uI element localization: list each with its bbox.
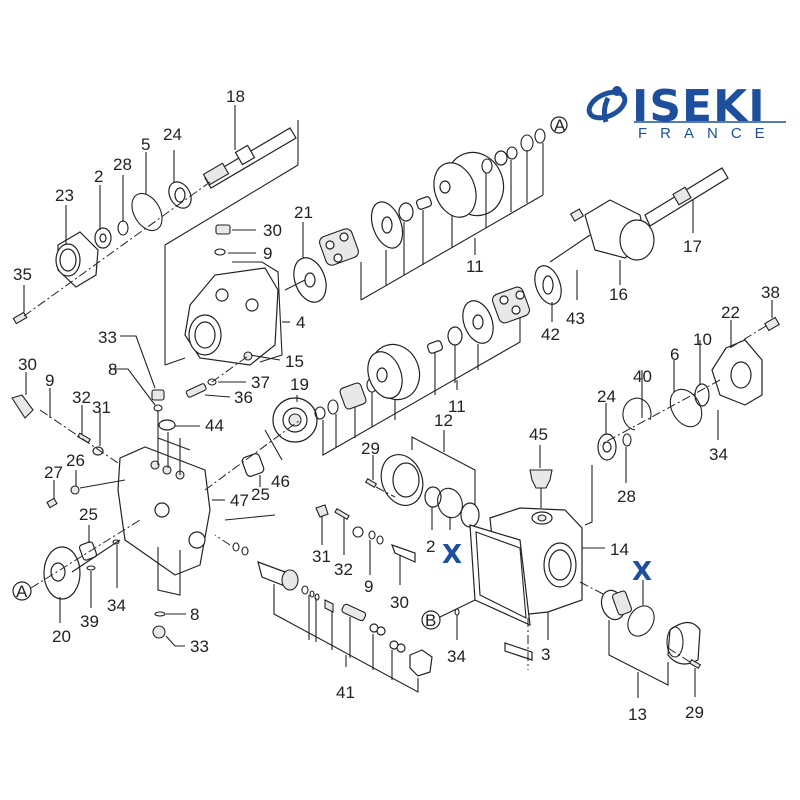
callout-18: 18 (226, 87, 245, 106)
end-cap-group: X (579, 557, 702, 698)
callout-25-left: 25 (79, 505, 98, 524)
callout-29-mid: 29 (361, 439, 380, 458)
ref-b-label: B (425, 611, 436, 630)
callout-33-top: 33 (98, 328, 117, 347)
callout-14: 14 (610, 540, 629, 559)
callout-28-right: 28 (617, 487, 636, 506)
callout-39: 39 (80, 612, 99, 631)
callout-47: 47 (230, 491, 249, 510)
callout-21: 21 (294, 203, 313, 222)
callout-34-lower: 34 (447, 647, 466, 666)
lower-piston-group (314, 286, 531, 456)
x-marker-left: X (442, 540, 462, 570)
callout-10: 10 (693, 330, 712, 349)
callout-labels: 18 24 5 28 2 23 35 21 30 9 4 11 17 16 42… (13, 87, 780, 724)
callout-45: 45 (529, 425, 548, 444)
callout-24-right: 24 (597, 387, 616, 406)
callout-4: 4 (296, 313, 305, 332)
callout-15: 15 (285, 352, 304, 371)
callout-36: 36 (234, 388, 253, 407)
callout-34-left: 34 (107, 596, 126, 615)
callout-41: 41 (336, 683, 355, 702)
callout-9-left: 9 (45, 371, 54, 390)
callout-34-right: 34 (709, 445, 728, 464)
callout-22: 22 (721, 303, 740, 322)
callout-3: 3 (541, 645, 550, 664)
right-cover-group (597, 300, 780, 483)
callout-5: 5 (141, 135, 150, 154)
ref-marker-a-top (550, 116, 568, 134)
output-shaft-group (534, 167, 729, 322)
callout-35: 35 (13, 265, 32, 284)
callout-29-right: 29 (685, 703, 704, 722)
callout-12: 12 (434, 411, 453, 430)
callout-13: 13 (628, 705, 647, 724)
ref-a-left-label: A (16, 582, 28, 601)
callout-16: 16 (609, 285, 628, 304)
callout-37: 37 (251, 373, 270, 392)
upper-piston-group: A (319, 116, 568, 301)
callout-44: 44 (205, 416, 224, 435)
callout-25-mid: 25 (251, 485, 270, 504)
callout-31-left: 31 (92, 398, 111, 417)
logo-subtitle: FRANCE (638, 125, 778, 142)
ref-a-top-label: A (554, 116, 566, 135)
callout-31-lower: 31 (312, 547, 331, 566)
callout-2-lower: 2 (426, 537, 435, 556)
callout-26: 26 (66, 451, 85, 470)
callout-27: 27 (44, 463, 63, 482)
callout-6: 6 (670, 345, 679, 364)
callout-28: 28 (113, 155, 132, 174)
callout-32-lower: 32 (334, 560, 353, 579)
callout-17: 17 (683, 237, 702, 256)
callout-11-upper: 11 (466, 257, 484, 276)
callout-32-left: 32 (72, 388, 91, 407)
logo-brand: ISEKI (632, 81, 766, 132)
callout-43: 43 (566, 309, 585, 328)
callout-42: 42 (541, 325, 560, 344)
callout-9-lower: 9 (364, 577, 373, 596)
pump-housing (164, 222, 327, 366)
callout-30-left: 30 (18, 355, 37, 374)
callout-19: 19 (290, 375, 309, 394)
callout-8-lower: 8 (190, 605, 199, 624)
callout-23: 23 (55, 186, 74, 205)
main-housing: X B (364, 430, 605, 670)
x-marker-right: X (632, 557, 652, 587)
callout-30-lower: 30 (390, 593, 409, 612)
callout-9: 9 (263, 244, 272, 263)
iseki-swirl-icon (586, 86, 628, 123)
callout-20: 20 (52, 627, 71, 646)
callout-8-top: 8 (108, 360, 117, 379)
callout-11-lower: 11 (448, 397, 466, 416)
callout-46: 46 (271, 472, 290, 491)
callout-33-lower: 33 (190, 637, 209, 656)
input-shaft-group (12, 105, 299, 325)
callout-24: 24 (163, 125, 182, 144)
iseki-logo: ISEKI FRANCE (586, 81, 786, 142)
valve-spool-group (214, 504, 433, 693)
callout-30: 30 (263, 221, 282, 240)
callout-2: 2 (94, 167, 103, 186)
callout-40: 40 (633, 367, 652, 386)
valve-block: A (11, 335, 318, 647)
callout-38: 38 (761, 283, 780, 302)
